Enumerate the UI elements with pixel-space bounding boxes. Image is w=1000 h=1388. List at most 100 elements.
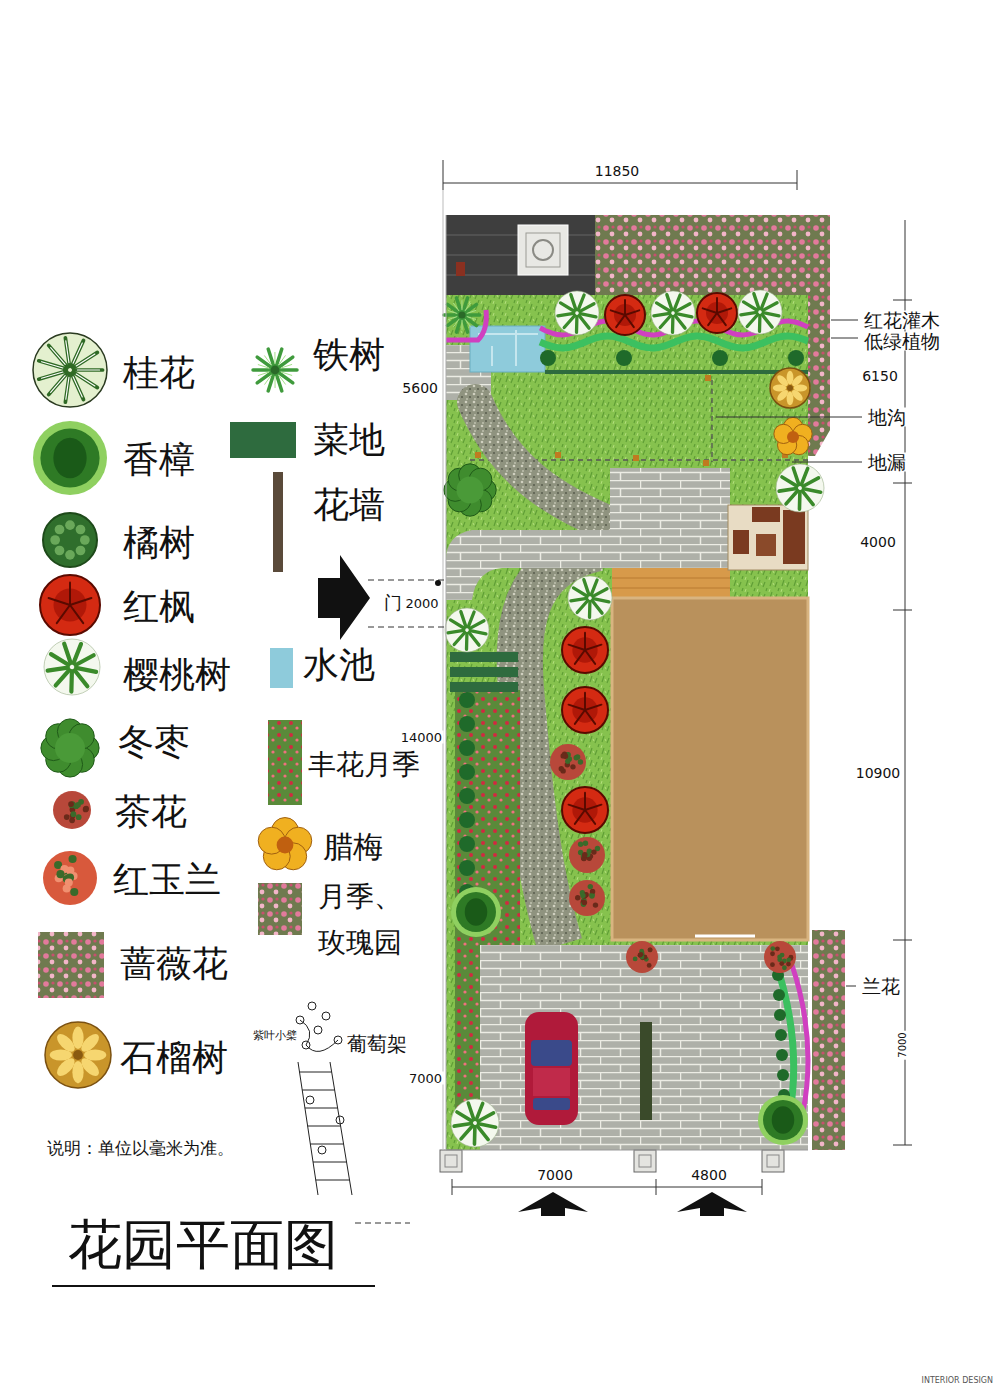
bloom-dot [591, 849, 596, 854]
bloom-dot [65, 879, 73, 887]
crown [45, 1022, 111, 1088]
crown [562, 787, 608, 833]
leaf-stroke [591, 580, 597, 595]
bloom-dot [638, 953, 643, 958]
shiliu-symbol [770, 368, 810, 408]
leaf-stroke [265, 356, 272, 365]
deck-boards [612, 578, 730, 588]
bloom-dot [639, 952, 644, 957]
leaf-stroke [747, 314, 758, 326]
door-label: 门 [382, 594, 404, 612]
leaf-stroke [798, 492, 802, 510]
crown [33, 421, 107, 495]
gui-symbol [33, 333, 107, 407]
legend-label: 石榴树 [120, 1040, 228, 1076]
bloom-dot [76, 814, 82, 820]
rose-bed [812, 930, 845, 1150]
legend-label: 冬枣 [118, 724, 190, 760]
crown [40, 428, 99, 487]
floor-drain [475, 452, 481, 458]
door-arrow [318, 555, 370, 640]
leaf-stroke [265, 375, 271, 384]
rose-hedge [455, 945, 480, 1125]
door-dot [435, 580, 441, 586]
crown [44, 639, 100, 695]
feng-symbol [562, 787, 608, 833]
leaf-stroke [465, 303, 470, 310]
crown [456, 892, 496, 932]
crown [697, 293, 737, 333]
leaf-stroke [782, 477, 797, 486]
car-body [525, 1012, 578, 1125]
shrub-ball [774, 1009, 786, 1021]
shrub-ball [540, 350, 556, 366]
legend-label: 樱桃树 [123, 657, 231, 693]
leaf-stroke [73, 343, 82, 363]
leaf-stroke [624, 300, 626, 315]
vegetable-strip [545, 370, 808, 374]
leaf-stroke [569, 805, 585, 810]
wall-lantern [456, 262, 465, 276]
shrub-ball [459, 812, 475, 828]
leaf-stroke [51, 654, 68, 665]
sofa [752, 507, 780, 522]
callout-label: 地沟 [866, 408, 908, 427]
leaf-stroke [584, 580, 589, 595]
leaf-stroke [69, 671, 74, 691]
ying-symbol [451, 1099, 499, 1147]
leaf-stroke [65, 374, 69, 403]
car-window [531, 1040, 572, 1066]
plan-edge [446, 1150, 808, 1151]
zhang-symbol [451, 887, 501, 937]
crown [569, 880, 605, 916]
bloom-dot [559, 766, 564, 771]
cha-symbol [550, 744, 586, 780]
door-line [368, 580, 446, 627]
crown-core [787, 431, 799, 443]
leaf-stroke [42, 372, 63, 378]
feng-symbol [697, 293, 737, 333]
crown [738, 290, 782, 334]
leaf-stroke [569, 645, 585, 650]
trellis-rail [298, 1062, 352, 1195]
bloom-dot [578, 759, 583, 764]
crown [776, 464, 824, 512]
shrub-ball [775, 1029, 787, 1041]
legend-label: 红玉兰 [113, 862, 221, 898]
leaf-stroke [76, 354, 95, 366]
leaf-stroke [763, 313, 779, 316]
bloom-dot [786, 962, 791, 967]
leaf-dot [65, 550, 75, 560]
tie-symbol [253, 349, 297, 391]
legend-label: 月季、 玫瑰园 [318, 874, 418, 966]
shrub-ball [459, 788, 475, 804]
bloom-dot [83, 807, 89, 813]
leaf-stroke [65, 338, 69, 367]
leaf-stroke [611, 310, 625, 315]
legend-label: 香樟 [123, 442, 195, 478]
yulan-symbol [43, 851, 97, 905]
wall-relief [518, 225, 568, 275]
stone-wall [446, 215, 595, 295]
rose-hedge [455, 690, 520, 945]
bloom-dot [580, 893, 585, 898]
crown [53, 791, 91, 829]
leaf-stroke [279, 375, 286, 384]
floribunda-sample [268, 720, 302, 805]
leaf-stroke [580, 304, 594, 312]
ying-symbol [555, 291, 599, 335]
leaf-stroke [70, 605, 83, 623]
leaf-stroke [585, 705, 601, 710]
dimension: 11850 [593, 164, 642, 178]
leaf-stroke [569, 705, 585, 710]
bloom-dot [56, 870, 64, 878]
bloom-dot [570, 764, 575, 769]
trellis-rung [316, 1180, 350, 1181]
bloom-dot [770, 962, 775, 967]
orchid-bed [792, 965, 808, 1112]
bloom-dot [575, 895, 580, 900]
legend-swatch [270, 648, 293, 688]
leaf-stroke [457, 1112, 472, 1121]
crown-core [772, 1106, 795, 1134]
